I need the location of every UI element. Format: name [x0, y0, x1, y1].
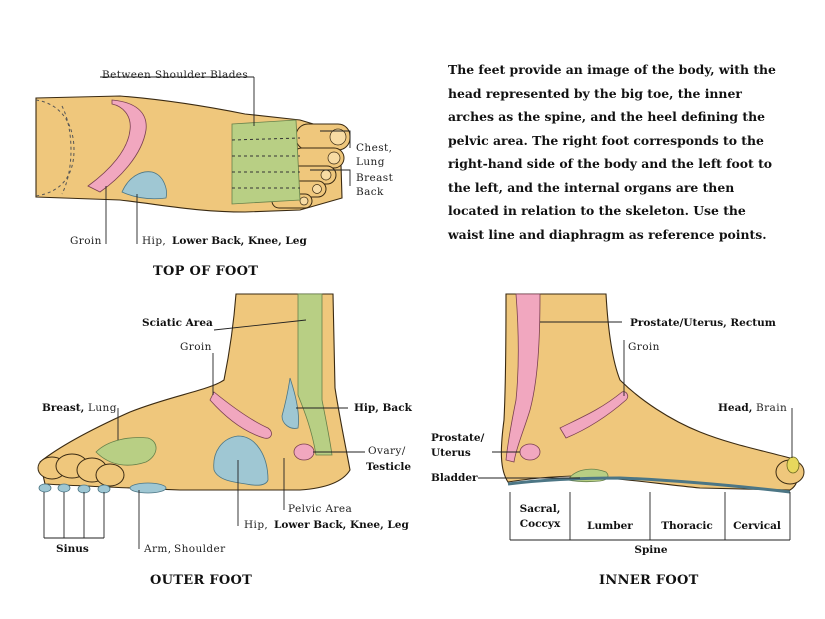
outer-foot-breast-zone	[95, 437, 157, 466]
inner-foot-label-groin: Groin	[628, 341, 660, 353]
outer-foot-arm-zone	[129, 482, 167, 494]
top-foot-label-between-shoulder-blades: Between Shoulder Blades	[102, 69, 248, 81]
spine-segment-sacral: Sacral,	[520, 503, 561, 515]
top-foot-ankle-outline	[35, 99, 75, 197]
inner-foot-prostate-zone	[519, 443, 541, 461]
inner-foot-shape	[500, 293, 799, 491]
top-foot-groin-zone	[87, 99, 147, 193]
inner-foot-label-prostate: Prostate/	[431, 432, 485, 444]
outer-foot-diagram: Sciatic Area Groin Breast, Lung Hip, Bac…	[37, 293, 413, 588]
inner-foot-groin-zone	[559, 391, 629, 439]
spine-segment-cervical: Cervical	[733, 520, 781, 532]
spine-segment-thoracic: Thoracic	[661, 520, 713, 532]
top-foot-chest-zone	[231, 119, 301, 205]
outer-foot-label-testicle: Testicle	[366, 461, 411, 473]
top-of-foot-diagram: Between Shoulder Blades Chest, Lung Brea…	[35, 69, 394, 279]
outer-foot-label-sciatic: Sciatic Area	[142, 317, 213, 329]
top-foot-label-groin: Groin	[70, 235, 102, 247]
outer-foot-caption: OUTER FOOT	[150, 573, 252, 588]
inner-foot-caption: INNER FOOT	[599, 573, 699, 588]
top-foot-label-chest: Chest,	[356, 142, 392, 154]
top-foot-label-breast: Breast	[356, 172, 394, 184]
outer-foot-label-groin: Groin	[180, 341, 212, 353]
top-foot-label-lower-back: Lower Back, Knee, Leg	[172, 235, 307, 247]
inner-foot-diagram: Prostate/Uterus, Rectum Groin Head, Brai…	[431, 293, 805, 588]
outer-foot-label-lower-back: Lower Back, Knee, Leg	[274, 519, 409, 531]
top-foot-hip-zone	[121, 171, 167, 200]
inner-foot-label-uterus: Uterus	[431, 447, 471, 459]
outer-foot-label-ovary: Ovary/	[368, 445, 406, 457]
inner-foot-label-spine: Spine	[634, 544, 668, 556]
outer-foot-label-hip: Hip,	[244, 519, 268, 531]
inner-foot-label-head: Head,	[718, 402, 752, 414]
spine-segment-coccyx: Coccyx	[520, 518, 561, 530]
outer-foot-groin-zone	[209, 391, 272, 439]
outer-foot-label-arm: Arm,	[143, 543, 172, 555]
inner-foot-label-rectum: Prostate/Uterus, Rectum	[630, 317, 776, 329]
top-foot-caption: TOP OF FOOT	[153, 264, 258, 279]
top-foot-label-back: Back	[356, 186, 384, 198]
outer-foot-label-pelvic: Pelvic Area	[288, 503, 352, 515]
inner-foot-spine-line	[507, 476, 791, 494]
inner-foot-label-brain: Brain	[756, 402, 787, 414]
spine-segment-lumber: Lumber	[587, 520, 633, 532]
inner-foot-rectum-zone	[505, 293, 541, 463]
outer-foot-label-lung: Lung	[88, 402, 117, 414]
outer-foot-label-sinus: Sinus	[56, 543, 89, 555]
description-paragraph: The feet provide an image of the body, w…	[448, 62, 776, 242]
top-foot-label-hip: Hip,	[142, 235, 166, 247]
outer-foot-sciatic-zone	[297, 293, 333, 456]
outer-foot-hip-zone	[213, 435, 269, 486]
outer-foot-label-hip-back: Hip, Back	[354, 402, 413, 414]
outer-foot-hip-back-zone	[281, 377, 299, 429]
outer-foot-ovary-zone	[293, 443, 315, 461]
outer-foot-label-shoulder: Shoulder	[174, 543, 226, 555]
top-foot-label-lung: Lung	[356, 156, 385, 168]
outer-foot-label-breast: Breast,	[42, 402, 84, 414]
inner-foot-label-bladder: Bladder	[431, 472, 478, 484]
outer-foot-toe-4	[95, 463, 125, 487]
